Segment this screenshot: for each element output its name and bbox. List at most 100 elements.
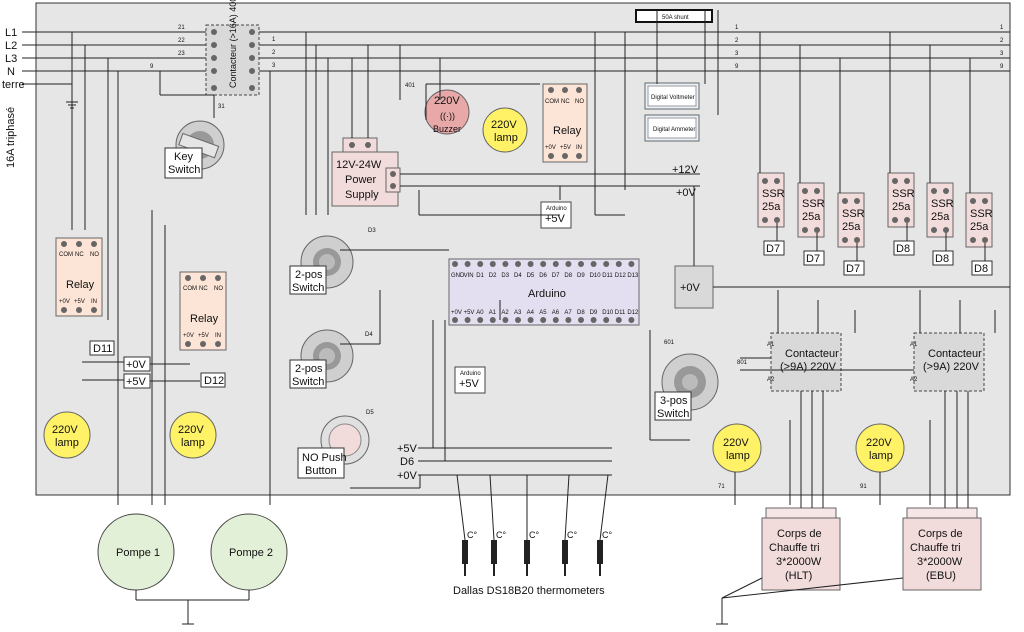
bus-num-2-c: 2 bbox=[1000, 38, 1004, 44]
arduino-top-pin-label: D2 bbox=[489, 273, 497, 279]
key-switch-label-1: Key bbox=[174, 151, 193, 163]
heater-hlt-l4: (HLT) bbox=[785, 570, 812, 582]
shunt-label: 50A shunt bbox=[662, 15, 689, 21]
wire-91: 91 bbox=[860, 484, 867, 490]
contactor-hlt-l1: Contacteur bbox=[785, 348, 839, 360]
arduino-5v-top-value: +5V bbox=[545, 213, 566, 225]
heater-hlt: Corps de Chauffe tri 3*2000W (HLT) bbox=[761, 507, 841, 591]
arduino-top-pin bbox=[515, 261, 521, 267]
relay-top-0v: +0V bbox=[545, 145, 556, 151]
ssr-label-1: SSR bbox=[931, 198, 954, 210]
relay-left-1-5v: +5V bbox=[74, 299, 85, 305]
plus12v-label: +12V bbox=[672, 164, 699, 176]
switch-2pos-2-label-2: Switch bbox=[292, 376, 324, 388]
arduino-top-pin-label: GND bbox=[451, 273, 465, 279]
lamp-left-1-l2: lamp bbox=[55, 437, 79, 449]
thermometer-4: C° bbox=[562, 474, 577, 576]
ammeter-label: Digital Ammeter bbox=[653, 127, 695, 133]
arduino-bottom-pin-label: +5V bbox=[464, 310, 475, 316]
ssr-label-2: 25a bbox=[802, 211, 821, 223]
heater-ebu-l4: (EBU) bbox=[926, 570, 956, 582]
thermometer-unit: C° bbox=[529, 530, 539, 540]
relay-left-2-com: COM bbox=[183, 286, 197, 292]
relay-left-1-in: IN bbox=[91, 299, 97, 305]
plus5v-box-left: +5V bbox=[123, 373, 151, 389]
junction-zero-label: +0V bbox=[680, 282, 701, 294]
d11-label: D11 bbox=[93, 343, 112, 355]
switch-3pos[interactable]: 3-pos Switch bbox=[654, 353, 719, 421]
lamp-right-hlt: 220V lamp bbox=[712, 423, 762, 473]
key-switch[interactable]: Key Switch bbox=[164, 120, 225, 179]
bus-num-21: 21 bbox=[178, 25, 185, 31]
wire-801: 801 bbox=[737, 360, 748, 366]
relay-left-1: COM NC NO Relay +0V +5V IN bbox=[55, 237, 103, 317]
arduino-5v-top-title: Arduino bbox=[546, 206, 567, 212]
arduino-5v-bottom-title: Arduino bbox=[460, 371, 481, 377]
arduino-bottom-pin-label: D12 bbox=[627, 310, 639, 316]
arduino-top-pin bbox=[452, 261, 458, 267]
buzzer: 220V Buzzer ((·)) bbox=[424, 89, 470, 135]
pump-2-label: Pompe 2 bbox=[229, 547, 273, 559]
arduino-label: Arduino bbox=[528, 288, 566, 300]
arduino-top-pin-label: D5 bbox=[527, 273, 535, 279]
ssr-d-label: D7 bbox=[846, 263, 860, 275]
heater-ebu-l3: 3*2000W bbox=[917, 556, 963, 568]
ssr-label-1: SSR bbox=[802, 198, 825, 210]
arduino-top-pin-label: D12 bbox=[615, 273, 627, 279]
arduino-bottom-pin bbox=[452, 317, 458, 323]
switch-3pos-label-1: 3-pos bbox=[660, 395, 688, 407]
main-contactor: Contacteur (>16A) 400V bbox=[205, 0, 260, 96]
arduino-bottom-pin bbox=[489, 317, 496, 323]
thermometer-unit: C° bbox=[567, 530, 577, 540]
relay-top-5v: +5V bbox=[560, 145, 571, 151]
heater-hlt-l2: Chauffe tri bbox=[769, 542, 820, 554]
arduino-bottom-pin bbox=[603, 317, 610, 323]
d4-label: D4 bbox=[365, 332, 373, 338]
ssr-group: SSR25aD7SSR25aD7SSR25aD7SSR25aD8SSR25aD8… bbox=[757, 172, 993, 276]
ssr-label-2: 25a bbox=[931, 211, 950, 223]
arduino-top-pin-label: D4 bbox=[514, 273, 522, 279]
thermometer-group: C°C°C°C°C° bbox=[456, 474, 612, 576]
bus-d6: D6 bbox=[400, 456, 414, 468]
arduino-bottom-pin bbox=[578, 317, 584, 323]
bus-num-2-b: 2 bbox=[735, 38, 739, 44]
arduino-top-pin bbox=[565, 261, 572, 267]
lamp-right-ebu: 220V lamp bbox=[855, 423, 905, 473]
switch-2pos-2[interactable]: 2-pos Switch bbox=[289, 329, 354, 389]
arduino-bottom-pin-label: A6 bbox=[552, 310, 560, 316]
buzzer-label-1: 220V bbox=[434, 95, 460, 107]
relay-left-1-nc: NC bbox=[75, 252, 84, 258]
thermometer-unit: C° bbox=[602, 530, 612, 540]
ssr-label-1: SSR bbox=[762, 188, 785, 200]
lamp-left-1-l1: 220V bbox=[52, 424, 78, 436]
main-contactor-label: Contacteur (>16A) 400V bbox=[228, 0, 238, 88]
arduino-bottom-pin bbox=[502, 317, 509, 323]
relay-left-2-no: NO bbox=[214, 286, 223, 292]
heater-ebu: Corps de Chauffe tri 3*2000W (EBU) bbox=[902, 507, 982, 591]
arduino-top-pin bbox=[502, 261, 509, 267]
lamp-right-hlt-l1: 220V bbox=[723, 437, 749, 449]
psu-label-3: Supply bbox=[345, 189, 379, 201]
relay-left-1-no: NO bbox=[90, 252, 99, 258]
arduino-bottom-pin-label: +0V bbox=[451, 310, 462, 316]
wiring bbox=[71, 10, 1010, 508]
bus-num-9-c: 9 bbox=[1000, 64, 1004, 70]
wire-71: 71 bbox=[718, 484, 725, 490]
arduino-top-pin bbox=[603, 261, 610, 267]
arduino-bottom-pin bbox=[477, 317, 484, 323]
ssr-label-1: SSR bbox=[842, 208, 865, 220]
l1-label: L1 bbox=[5, 27, 17, 39]
relay-top-label: Relay bbox=[553, 125, 582, 137]
heater-hlt-l3: 3*2000W bbox=[776, 556, 822, 568]
contactor-ebu-l1: Contacteur bbox=[928, 348, 982, 360]
pump-2: Pompe 2 bbox=[210, 513, 288, 591]
lamp-top-label-2: lamp bbox=[494, 132, 518, 144]
switch-2pos-1[interactable]: 2-pos Switch bbox=[289, 235, 354, 295]
bus-num-23: 23 bbox=[178, 51, 185, 57]
push-button[interactable]: NO Push Button bbox=[297, 415, 370, 479]
shunt: 50A shunt bbox=[635, 9, 713, 23]
